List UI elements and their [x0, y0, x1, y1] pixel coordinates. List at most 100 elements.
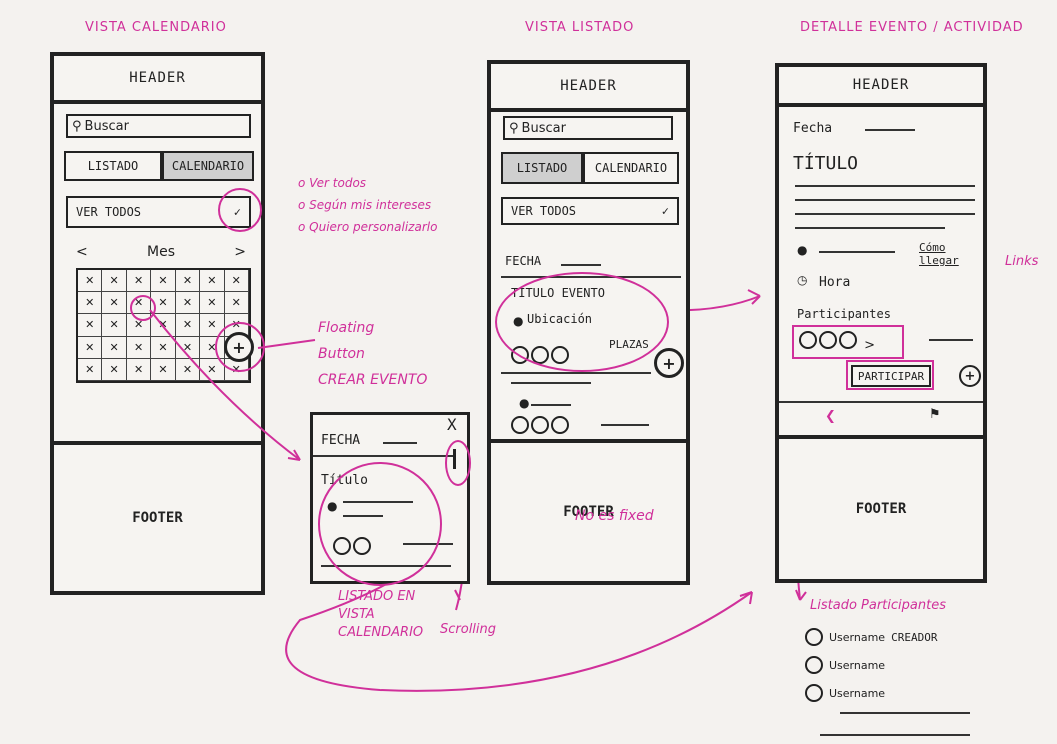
filter-option: o Ver todos: [298, 176, 367, 190]
day-cell[interactable]: ✕: [224, 292, 249, 315]
filter-options-note: o Ver todos o Según mis intereses o Quie…: [298, 172, 437, 238]
tab-list[interactable]: LISTADO: [64, 151, 162, 181]
day-cell[interactable]: ✕: [102, 314, 127, 337]
day-cell[interactable]: ✕: [126, 314, 152, 337]
day-cell[interactable]: ✕: [175, 292, 201, 315]
day-cell[interactable]: ✕: [224, 270, 249, 293]
scrolling-note: Scrolling: [440, 622, 497, 637]
day-cell[interactable]: ✕: [200, 270, 225, 293]
header: HEADER: [491, 64, 686, 112]
participants-icon: [511, 416, 571, 438]
footer: FOOTER: [491, 439, 686, 581]
title-list-view: VISTA LISTADO: [525, 20, 635, 35]
calendar-screen: HEADER ⚲ Buscar LISTADO CALENDARIO VER T…: [50, 52, 265, 595]
participants-label: Participantes: [797, 307, 891, 321]
search-icon: ⚲: [509, 120, 519, 136]
day-highlight: [130, 295, 156, 321]
avatar: [805, 656, 823, 674]
create-event-fab[interactable]: +: [959, 365, 981, 387]
detail-time: Hora: [819, 275, 851, 290]
participant-name: Username: [829, 658, 886, 672]
popup-date: FECHA: [321, 433, 361, 448]
day-cell[interactable]: ✕: [102, 270, 127, 293]
day-cell[interactable]: ✕: [126, 358, 152, 381]
search-input[interactable]: ⚲ Buscar: [503, 116, 673, 140]
floating-button-note: Floating Button CREAR EVENTO: [318, 315, 427, 393]
day-cell[interactable]: ✕: [78, 336, 103, 359]
filter-option: o Según mis intereses: [298, 198, 432, 212]
day-cell[interactable]: ✕: [151, 292, 176, 315]
day-cell[interactable]: ✕: [102, 358, 127, 381]
note-line: Floating: [318, 320, 375, 336]
list-date: FECHA: [505, 254, 542, 268]
day-cell[interactable]: ✕: [200, 358, 225, 381]
scroll-highlight: [445, 440, 471, 486]
participant-name: Username: [829, 686, 886, 700]
participate-button[interactable]: PARTICIPAR: [851, 365, 931, 387]
participate-highlight: [846, 360, 934, 390]
day-cell[interactable]: ✕: [151, 358, 176, 381]
avatar: [805, 628, 823, 646]
links-note: Links: [1005, 254, 1039, 269]
location-pin-icon: ●: [797, 243, 808, 257]
bookmark-icon[interactable]: ⚑: [929, 407, 941, 422]
day-cell[interactable]: ✕: [151, 270, 176, 293]
participant-row[interactable]: Username: [805, 656, 937, 674]
tab-calendar[interactable]: CALENDARIO: [162, 151, 254, 181]
note-line: Button: [318, 346, 365, 362]
note-line: VISTA: [338, 607, 375, 622]
how-to-get-link[interactable]: Cómo llegar: [919, 241, 959, 267]
day-cell[interactable]: ✕: [200, 292, 225, 315]
note-line: LISTADO EN: [338, 589, 416, 604]
participants-highlight: [792, 325, 904, 359]
filter-option: o Quiero personalizarlo: [298, 220, 438, 234]
search-placeholder: Buscar: [521, 120, 566, 136]
filter-select[interactable]: VER TODOS ✓: [501, 197, 679, 225]
share-icon[interactable]: ❮: [825, 409, 836, 424]
title-calendar-view: VISTA CALENDARIO: [85, 20, 227, 35]
participants-list-title: Listado Participantes: [810, 598, 946, 613]
day-cell[interactable]: ✕: [102, 292, 127, 315]
day-cell[interactable]: ✕: [78, 314, 103, 337]
detail-date: Fecha: [793, 121, 833, 136]
detail-title: TÍTULO: [793, 153, 859, 174]
footer: FOOTER: [54, 441, 261, 591]
calendar-grid[interactable]: ✕✕✕✕✕✕✕ ✕✕✕✕✕✕✕ ✕✕✕✕✕✕✕ ✕✕✕✕✕✕✕ ✕✕✕✕✕✕✕: [76, 268, 251, 383]
prev-month-button[interactable]: <: [76, 244, 88, 260]
popup-note: LISTADO EN VISTA CALENDARIO: [338, 588, 423, 642]
day-cell[interactable]: ✕: [102, 336, 127, 359]
note-line: CALENDARIO: [338, 625, 424, 640]
detail-screen: HEADER Fecha TÍTULO ● Cómo llegar ◷ Hora…: [775, 63, 987, 583]
day-cell[interactable]: ✕: [175, 336, 201, 359]
day-cell[interactable]: ✕: [175, 270, 201, 293]
day-cell[interactable]: ✕: [200, 314, 225, 337]
search-placeholder: Buscar: [84, 118, 129, 134]
event-highlight: [495, 272, 669, 372]
create-event-fab[interactable]: +: [654, 348, 684, 378]
close-button[interactable]: X: [447, 415, 457, 434]
chevron-right-icon: >: [864, 338, 875, 353]
participants-icon[interactable]: >: [799, 331, 875, 353]
list-highlight: [318, 462, 442, 586]
day-cell[interactable]: ✕: [78, 270, 103, 293]
next-month-button[interactable]: >: [234, 244, 246, 260]
tab-calendar[interactable]: CALENDARIO: [583, 152, 679, 184]
day-cell[interactable]: ✕: [126, 336, 152, 359]
day-cell[interactable]: ✕: [126, 270, 152, 293]
day-cell[interactable]: ✕: [151, 336, 176, 359]
creator-badge: CREADOR: [891, 630, 938, 644]
participant-row[interactable]: Username CREADOR: [805, 628, 937, 646]
participants-list: Username CREADOR Username Username: [805, 628, 937, 702]
header: HEADER: [54, 56, 261, 104]
clock-icon: ◷: [797, 273, 808, 287]
search-icon: ⚲: [72, 118, 82, 134]
search-input[interactable]: ⚲ Buscar: [66, 114, 251, 138]
tab-list[interactable]: LISTADO: [501, 152, 583, 184]
day-cell[interactable]: ✕: [78, 292, 103, 315]
participant-row[interactable]: Username: [805, 684, 937, 702]
title-detail-view: DETALLE EVENTO / ACTIVIDAD: [800, 20, 1024, 35]
day-cell[interactable]: ✕: [175, 314, 201, 337]
note-line: CREAR EVENTO: [318, 372, 428, 388]
day-cell[interactable]: ✕: [78, 358, 103, 381]
not-fixed-note: No es fixed: [575, 508, 654, 524]
